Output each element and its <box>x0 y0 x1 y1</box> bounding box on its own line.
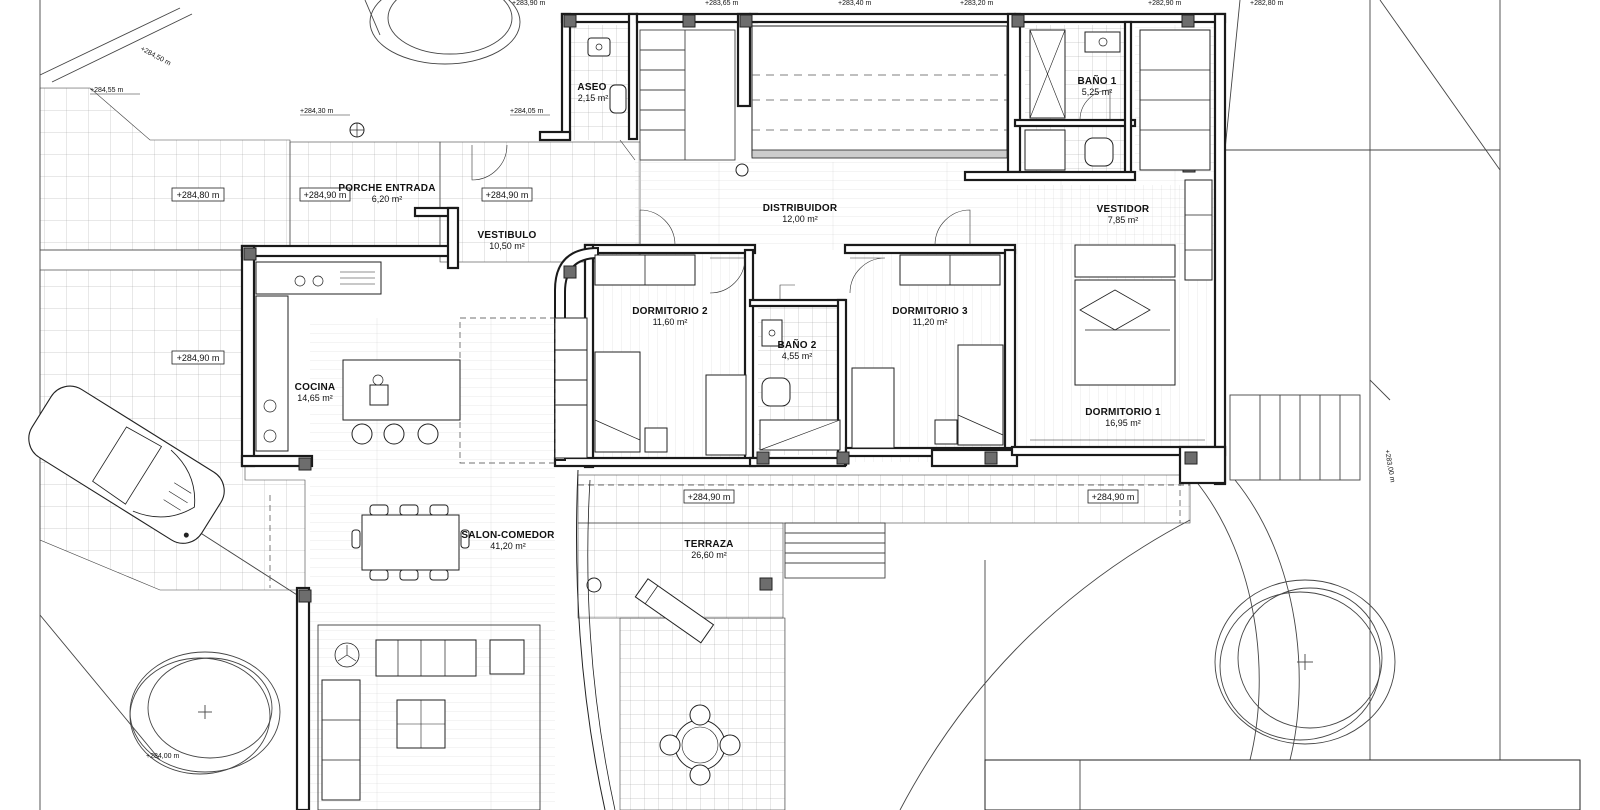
level-label: +283,90 m <box>512 0 545 7</box>
room-area-bano2: 4,55 m² <box>782 351 813 361</box>
level-label: +283,40 m <box>838 0 871 7</box>
furniture-bano2 <box>759 319 841 451</box>
room-labels: ASEO 2,15 m² BAÑO 1 5,25 m² PORCHE ENTRA… <box>295 74 1161 560</box>
room-name-vestibulo: VESTIBULO <box>477 230 536 241</box>
room-name-vestidor: VESTIDOR <box>1097 204 1150 215</box>
level-label: +282,80 m <box>1250 0 1283 7</box>
skylight-strip <box>751 25 1008 159</box>
dashed-outlines <box>269 317 1190 588</box>
level-label: +283,20 m <box>960 0 993 7</box>
level-markers: +284,80 m +284,90 m +284,90 m +284,90 m … <box>90 0 1396 760</box>
room-area-porche: 6,20 m² <box>372 194 403 204</box>
level-label: +283,65 m <box>705 0 738 7</box>
level-label: +284,90 m <box>486 190 529 200</box>
furniture-aseo <box>587 37 627 114</box>
furniture-dorm1 <box>1030 244 1205 441</box>
room-area-dorm1: 16,95 m² <box>1105 418 1141 428</box>
level-label: +284,50 m <box>139 46 172 68</box>
room-area-vestidor: 7,85 m² <box>1108 215 1139 225</box>
level-label: +283,00 m <box>1383 449 1396 483</box>
room-area-dorm3: 11,20 m² <box>913 317 948 327</box>
tree-left <box>129 651 281 775</box>
room-name-porche: PORCHE ENTRADA <box>338 183 435 194</box>
level-label: +284,55 m <box>90 87 123 94</box>
room-area-salon: 41,20 m² <box>490 541 526 551</box>
room-area-vestibulo: 10,50 m² <box>489 241 525 251</box>
room-name-distribuidor: DISTRIBUIDOR <box>763 203 838 214</box>
room-name-terraza: TERRAZA <box>684 539 733 550</box>
furniture-dining <box>351 504 470 581</box>
level-label: +284,90 m <box>688 492 731 502</box>
doors <box>471 89 1111 300</box>
level-label: +284,80 m <box>177 190 220 200</box>
exterior-paving <box>39 87 1361 810</box>
room-area-cocina: 14,65 m² <box>297 393 333 403</box>
level-label: +284,90 m <box>177 353 220 363</box>
room-name-bano1: BAÑO 1 <box>1078 74 1117 87</box>
site-lines <box>39 0 1581 810</box>
room-area-distribuidor: 12,00 m² <box>782 214 818 224</box>
stairs <box>639 29 736 161</box>
room-area-terraza: 26,60 m² <box>691 550 727 560</box>
level-label: +284,90 m <box>304 190 347 200</box>
furniture-vestidor <box>1184 179 1213 281</box>
level-label: +282,90 m <box>1148 0 1181 7</box>
level-label: +284,00 m <box>146 753 179 760</box>
walls <box>240 12 1227 810</box>
furniture-terraza <box>576 469 741 810</box>
room-name-salon: SALON-COMEDOR <box>461 530 555 541</box>
room-name-dorm3: DORMITORIO 3 <box>892 306 968 317</box>
level-label: +284,30 m <box>300 108 333 115</box>
furniture-cocina <box>255 261 461 452</box>
car-icon <box>28 385 225 544</box>
room-name-aseo: ASEO <box>577 82 606 93</box>
room-name-dorm1: DORMITORIO 1 <box>1085 407 1161 418</box>
room-area-dorm2: 11,60 m² <box>653 317 688 327</box>
level-label: +284,05 m <box>510 108 543 115</box>
room-area-aseo: 2,15 m² <box>578 93 609 103</box>
room-name-cocina: COCINA <box>295 382 336 393</box>
tree-right <box>1214 579 1396 745</box>
room-area-bano1: 5,25 m² <box>1082 87 1113 97</box>
room-name-dorm2: DORMITORIO 2 <box>632 306 708 317</box>
room-name-bano2: BAÑO 2 <box>778 338 817 351</box>
furniture-living <box>317 624 541 810</box>
furniture-bano1 <box>1024 29 1211 171</box>
furniture-dorm2 <box>594 254 747 456</box>
furniture-dorm3 <box>851 254 1004 449</box>
level-label: +284,90 m <box>1092 492 1135 502</box>
